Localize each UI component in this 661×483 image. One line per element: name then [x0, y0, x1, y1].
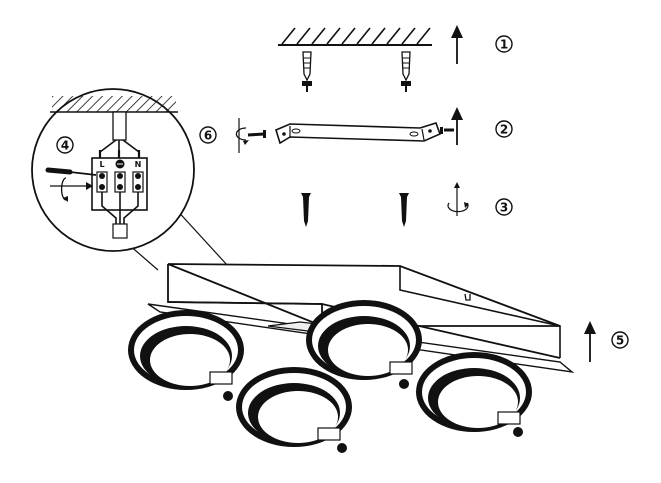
spotlight-ring [306, 300, 422, 389]
svg-text:6: 6 [204, 129, 212, 143]
spotlight-ring [128, 310, 244, 401]
spotlight-ring [416, 352, 532, 437]
step-2-badge: 2 [495, 120, 513, 138]
step-6-badge: 6 [199, 126, 217, 144]
rotate-icon [50, 177, 93, 202]
step-5-badge: 5 [611, 331, 629, 349]
svg-text:1: 1 [500, 38, 508, 52]
screw-icon [399, 193, 409, 227]
screwdriver-icon [45, 167, 97, 176]
screw-icon [440, 127, 454, 134]
terminal-block-icon [91, 157, 148, 239]
step-4-badge: 4 [56, 136, 74, 154]
terminal-live-label: L [99, 160, 104, 169]
rotate-icon [235, 118, 249, 153]
screw-icon [247, 130, 266, 138]
svg-text:4: 4 [61, 139, 69, 153]
wall-plug-icon [302, 51, 312, 92]
rotate-icon [447, 182, 469, 216]
up-arrow-icon [451, 107, 463, 145]
terminal-neutral-label: N [135, 160, 142, 169]
svg-text:5: 5 [616, 334, 624, 348]
ceiling [278, 27, 432, 46]
svg-text:2: 2 [500, 123, 508, 137]
up-arrow-icon [451, 25, 463, 64]
spotlight-ring [236, 367, 352, 453]
step-1-badge: 1 [495, 35, 513, 53]
svg-text:3: 3 [500, 201, 508, 215]
earth-symbol-icon [115, 159, 125, 169]
wall-plug-icon [401, 51, 411, 92]
mounting-bracket-icon [275, 122, 442, 145]
up-arrow-icon [584, 321, 596, 362]
step-3-badge: 3 [495, 198, 513, 216]
screw-icon [301, 193, 311, 227]
